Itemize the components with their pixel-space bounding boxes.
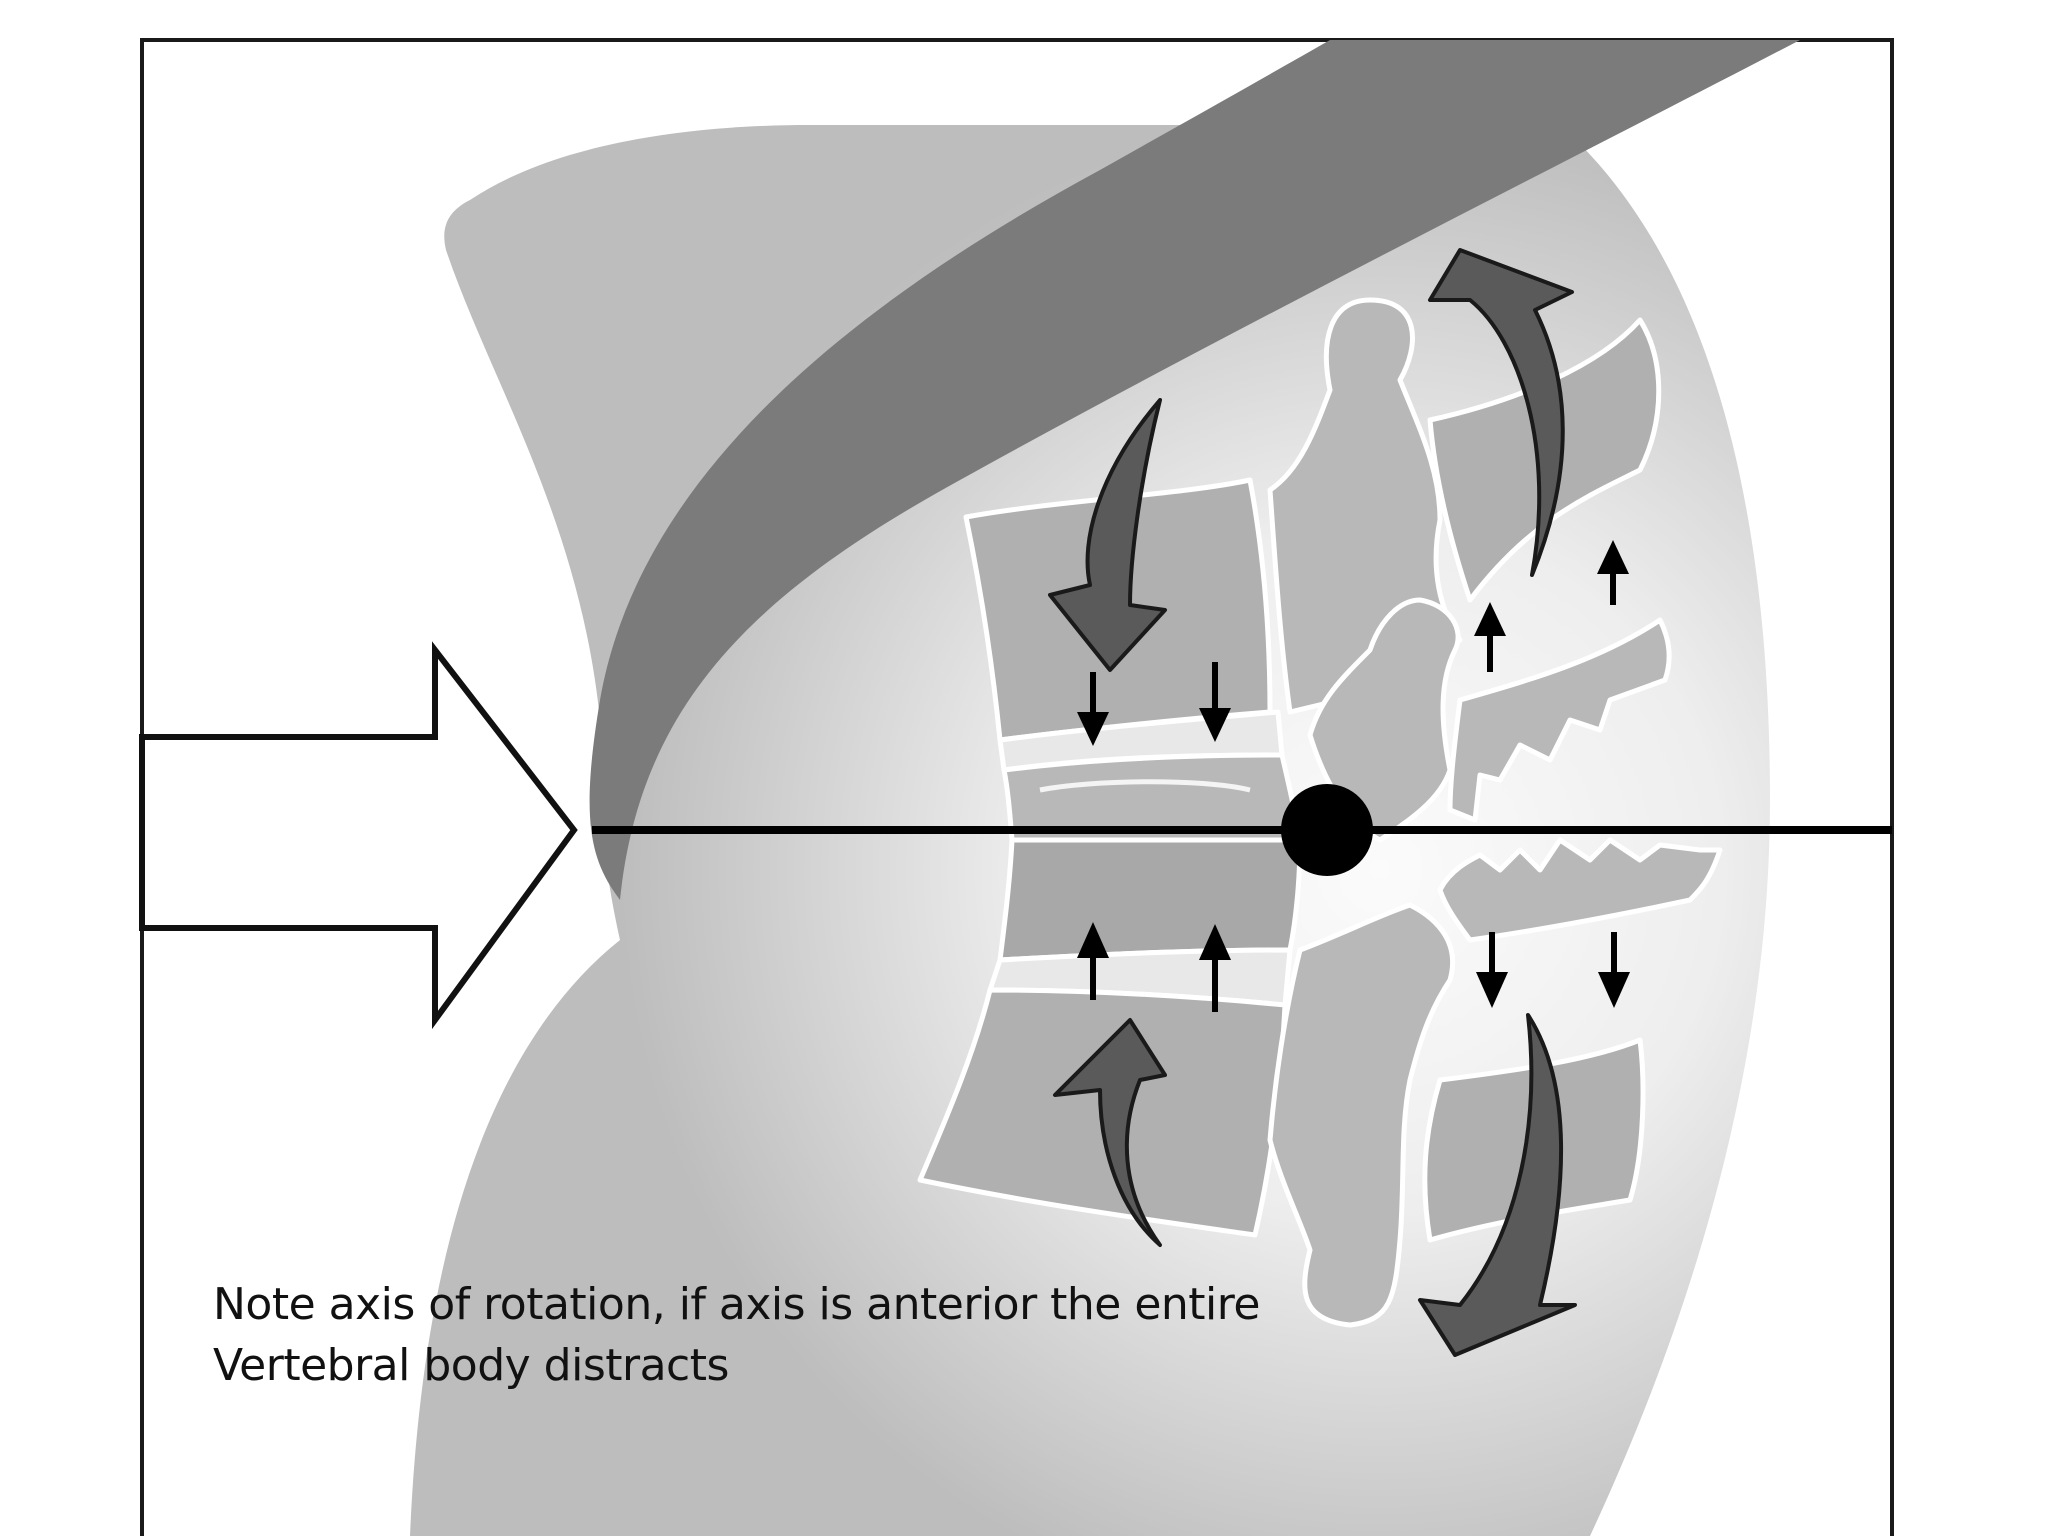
caption: Note axis of rotation, if axis is anteri… — [213, 1274, 1413, 1396]
axis-of-rotation-point — [1281, 784, 1373, 876]
distraction-arrow-left — [1077, 922, 1109, 1000]
middle-vertebral-body-upper — [1001, 752, 1303, 843]
upper-fracture-fragment — [1447, 617, 1672, 823]
distraction-arrow-right — [1199, 924, 1231, 1012]
vertebral-column — [917, 297, 1723, 1328]
posterior-up-arrow-left — [1474, 602, 1506, 672]
posterior-down-arrow-left — [1476, 932, 1508, 1008]
impact-force-arrow — [139, 641, 578, 1030]
rotation-arrow-upper-right — [1428, 248, 1574, 577]
rotation-arrow-upper-left — [1048, 398, 1167, 672]
compression-arrow-right — [1199, 662, 1231, 742]
lower-pedicle — [1267, 902, 1456, 1328]
posterior-down-arrow-right — [1598, 932, 1630, 1008]
caption-line-1: Note axis of rotation, if axis is anteri… — [213, 1279, 1260, 1330]
endplate-line — [1039, 779, 1251, 793]
middle-vertebral-body-lower — [997, 837, 1303, 963]
rotation-arrow-lower-right — [1418, 1013, 1577, 1357]
posterior-up-arrow-right — [1597, 540, 1629, 605]
upper-facet — [1307, 597, 1461, 843]
rotation-arrows — [1048, 248, 1577, 1357]
seatbelt-band — [589, 40, 1801, 900]
lower-fracture-fragment — [1437, 837, 1723, 943]
caption-line-2: Vertebral body distracts — [213, 1340, 729, 1391]
compression-arrow-left — [1077, 672, 1109, 746]
force-arrows — [1077, 540, 1630, 1012]
rotation-arrow-lower-left — [1053, 1018, 1167, 1247]
